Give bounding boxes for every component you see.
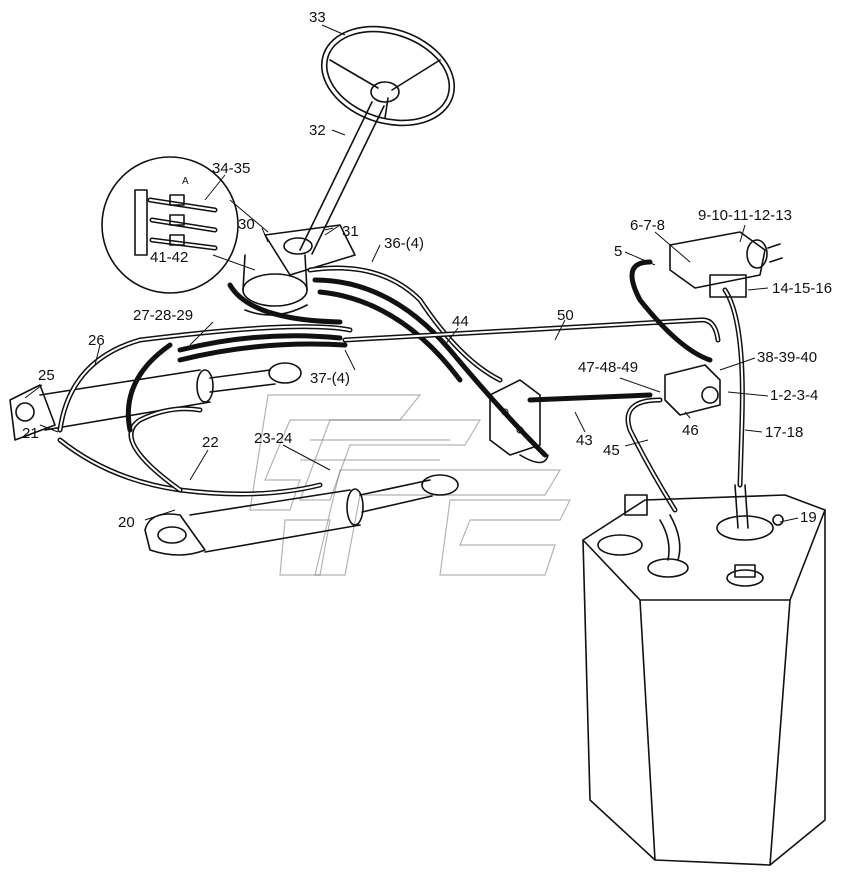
label-43: 43 (576, 432, 593, 449)
priority-valve (489, 379, 549, 464)
label-37: 37-(4) (310, 370, 350, 387)
label-33: 33 (309, 9, 326, 26)
label-19: 19 (800, 509, 817, 526)
steering-column (299, 101, 385, 255)
label-14-16: 14-15-16 (772, 280, 832, 297)
watermark-graphic (249, 394, 571, 576)
label-45: 45 (603, 442, 620, 459)
label-1-4: 1-2-3-4 (770, 387, 818, 404)
label-38-40: 38-39-40 (757, 349, 817, 366)
label-22: 22 (202, 434, 219, 451)
label-34-35: 34-35 (212, 160, 250, 177)
label-36: 36-(4) (384, 235, 424, 252)
label-27-29: 27-28-29 (133, 307, 193, 324)
label-41-42: 41-42 (150, 249, 188, 266)
leader-lines (24, 24, 799, 523)
steering-wheel (320, 25, 456, 127)
label-25: 25 (38, 367, 55, 384)
label-23-24: 23-24 (254, 430, 292, 447)
label-50: 50 (557, 307, 574, 324)
inset-label-a: A (182, 176, 189, 187)
callout-labels: 33 32 34-35 30 31 41-42 36-(4) 5 6-7-8 9… (22, 9, 832, 531)
hydraulic-hoses (57, 259, 745, 513)
steering-unit (242, 224, 356, 316)
steering-cylinder-lower (144, 474, 459, 556)
label-44: 44 (452, 313, 469, 330)
label-9-13: 9-10-11-12-13 (698, 207, 792, 224)
label-31: 31 (342, 223, 359, 240)
detail-inset (101, 156, 269, 294)
label-6-7-8: 6-7-8 (630, 217, 665, 234)
label-46: 46 (682, 422, 699, 439)
pump (669, 231, 783, 298)
label-32: 32 (309, 122, 326, 139)
hydraulic-tank (582, 484, 826, 866)
label-26: 26 (88, 332, 105, 349)
label-5: 5 (614, 243, 622, 260)
label-20: 20 (118, 514, 135, 531)
label-30: 30 (238, 216, 255, 233)
label-17-18: 17-18 (765, 424, 803, 441)
flow-valve (664, 364, 721, 416)
label-47-49: 47-48-49 (578, 359, 638, 376)
label-21: 21 (22, 425, 39, 442)
